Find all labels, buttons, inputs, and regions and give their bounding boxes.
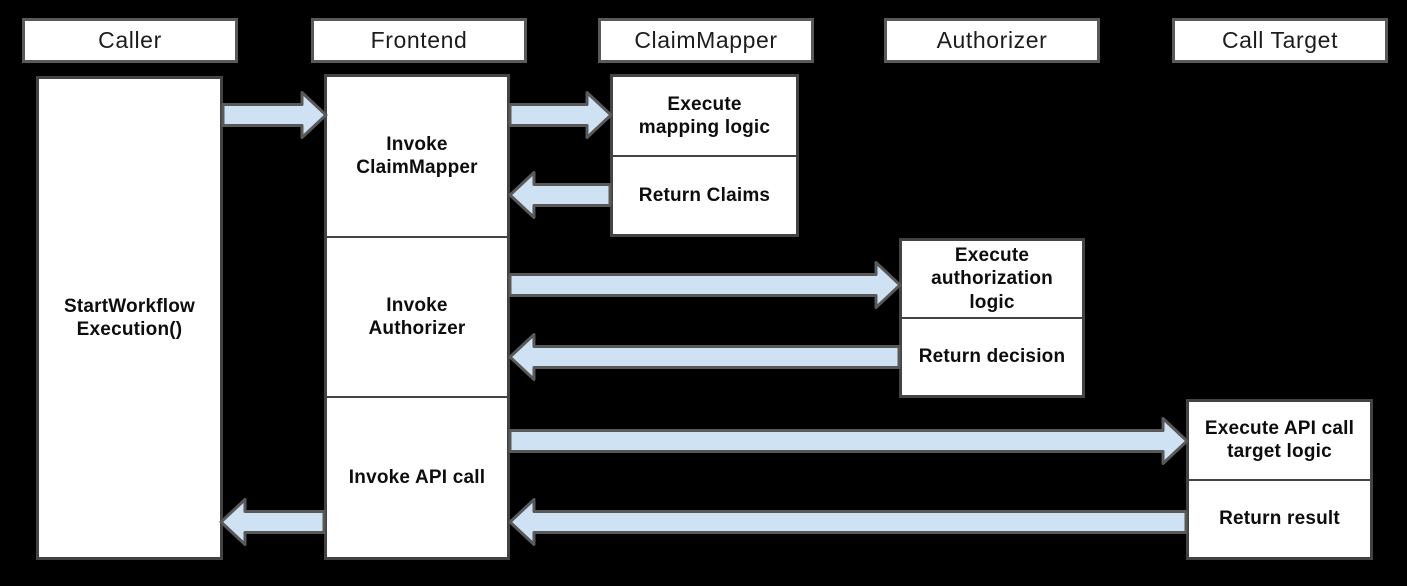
arrow-calltarget-to-frontend: [508, 498, 1188, 546]
activation-claimmapper: Execute mapping logic Return Claims: [610, 74, 799, 237]
activation-caller: StartWorkflow Execution(): [36, 76, 223, 560]
lifeline-header-frontend: Frontend: [311, 18, 527, 63]
lifeline-header-calltarget: Call Target: [1172, 18, 1388, 63]
lifeline-header-caller: Caller: [22, 18, 238, 63]
calltarget-step-return-result: Return result: [1189, 478, 1370, 558]
frontend-step-label: Invoke API call: [348, 467, 486, 489]
claimmapper-step-return-claims: Return Claims: [613, 154, 796, 235]
activation-caller-label: StartWorkflow Execution(): [63, 295, 196, 340]
activation-authorizer: Execute authorization logic Return decis…: [899, 238, 1085, 398]
arrow-frontend-to-authorizer: [508, 261, 902, 309]
calltarget-step-label: Return result: [1219, 508, 1340, 530]
lifeline-header-claimmapper: ClaimMapper: [598, 18, 814, 63]
frontend-step-label: Invoke Authorizer: [368, 294, 466, 339]
activation-calltarget: Execute API call target logic Return res…: [1186, 399, 1373, 560]
arrow-authorizer-to-frontend: [508, 333, 901, 381]
claimmapper-step-label: Return Claims: [638, 184, 771, 206]
frontend-step-invoke-api-call: Invoke API call: [327, 396, 507, 557]
authorizer-step-label: Return decision: [918, 346, 1066, 368]
frontend-step-invoke-authorizer: Invoke Authorizer: [327, 235, 507, 397]
authorizer-step-label: Execute authorization logic: [931, 245, 1053, 313]
arrow-claimmapper-to-frontend: [508, 171, 612, 219]
arrow-frontend-to-caller: [219, 498, 326, 546]
arrow-frontend-to-claimmapper: [508, 91, 613, 139]
calltarget-step-label: Execute API call target logic: [1204, 418, 1355, 463]
claimmapper-step-label: Execute mapping logic: [638, 93, 771, 138]
calltarget-step-execute-api-call-target-logic: Execute API call target logic: [1189, 402, 1370, 479]
frontend-step-invoke-claimmapper: Invoke ClaimMapper: [327, 77, 507, 236]
claimmapper-step-execute-mapping-logic: Execute mapping logic: [613, 77, 796, 155]
arrow-frontend-to-calltarget: [508, 417, 1189, 465]
frontend-step-label: Invoke ClaimMapper: [356, 134, 478, 179]
authorizer-step-return-decision: Return decision: [902, 317, 1082, 395]
activation-frontend: Invoke ClaimMapper Invoke Authorizer Inv…: [324, 74, 510, 560]
authorizer-step-execute-authorization-logic: Execute authorization logic: [902, 241, 1082, 317]
arrow-caller-to-frontend: [221, 91, 328, 139]
lifeline-header-authorizer: Authorizer: [884, 18, 1100, 63]
